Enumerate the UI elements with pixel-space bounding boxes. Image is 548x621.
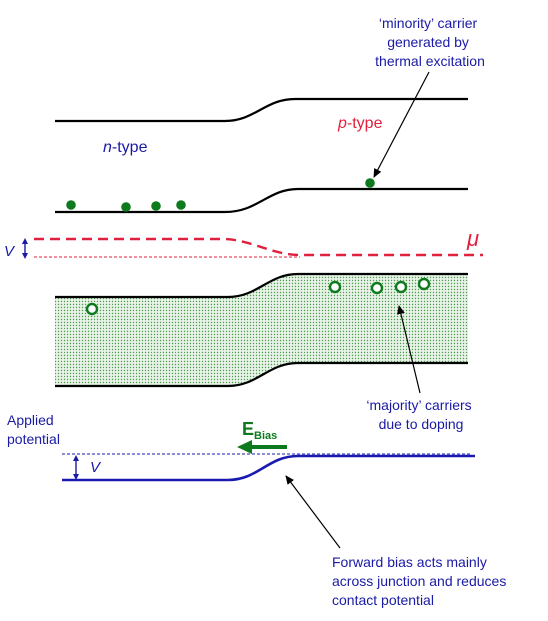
v-bottom-arrowhead-down xyxy=(73,474,79,480)
v-top-arrowhead-up xyxy=(22,238,28,244)
v-top-arrowhead-down xyxy=(22,253,28,259)
electron xyxy=(176,200,186,210)
v-bottom-label: V xyxy=(90,459,102,476)
minority-electron xyxy=(365,178,375,188)
p-type-label: p-type xyxy=(337,115,383,132)
upper-reference-line xyxy=(55,97,468,123)
forward-bias-arrow xyxy=(285,475,341,549)
conduction-band-edge xyxy=(55,187,468,214)
n-type-label: n-type xyxy=(103,139,148,156)
hole xyxy=(370,281,384,295)
mu-label: μ xyxy=(466,226,479,251)
forward-bias-annotation: Forward bias acts mainly across junction… xyxy=(332,554,510,608)
hole xyxy=(417,277,431,291)
fermi-level-line xyxy=(34,237,483,257)
majority-annotation: ‘majority’ carriers due to doping xyxy=(366,397,475,432)
majority-arrow xyxy=(396,305,421,394)
electron xyxy=(121,202,131,212)
v-top-label: V xyxy=(4,243,16,260)
v-bottom-arrowhead-up xyxy=(73,455,79,461)
minority-arrow xyxy=(373,71,430,178)
valence-band-bottom-edge xyxy=(55,361,468,388)
hole xyxy=(394,280,408,294)
hole xyxy=(328,280,342,294)
ebias-arrow xyxy=(237,440,287,454)
electron xyxy=(66,200,76,210)
hole xyxy=(85,302,99,316)
electron xyxy=(151,201,161,211)
valence-band-region xyxy=(55,274,468,386)
ebias-label: EBias xyxy=(242,419,277,442)
potential-curve xyxy=(62,454,475,482)
valence-band-top-edge xyxy=(55,272,468,299)
minority-annotation: ‘minority’ carrier generated by thermal … xyxy=(375,15,485,69)
applied-potential-label: Applied potential xyxy=(7,412,60,447)
